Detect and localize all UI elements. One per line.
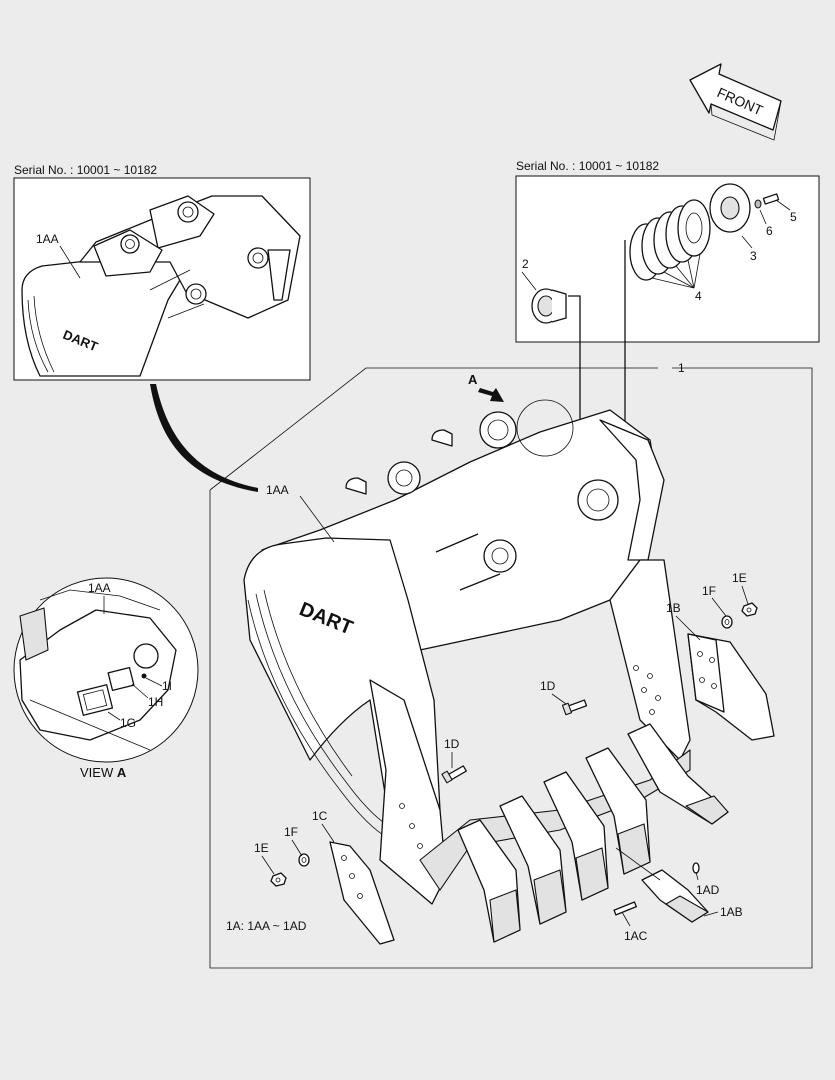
plate-part-3 [709, 183, 751, 233]
callout-2: 2 [522, 257, 529, 271]
callout-1ad: 1AD [696, 883, 720, 897]
callout-1aa-view: 1AA [88, 581, 111, 595]
bucket-teeth [457, 723, 729, 943]
plate-1H [107, 666, 135, 692]
callout-4: 4 [695, 289, 702, 303]
fastener-washer-1F-right [721, 615, 733, 629]
side-cutter-left-1C [329, 841, 395, 945]
shim-stack-part-4 [629, 199, 711, 281]
tooth-retainer-1AD [692, 862, 700, 874]
callout-1f-left: 1F [284, 825, 298, 839]
callout-1i: 1I [162, 679, 172, 693]
fastener-nut-1E-left [270, 872, 287, 887]
fastener-washer-1F-left [298, 853, 310, 867]
bolt-holes [399, 665, 661, 849]
tooth-pin-1AC [613, 901, 637, 916]
side-cutter-right-1B [687, 633, 775, 741]
fastener-bolt-1D-right [561, 699, 588, 716]
callout-1: 1 [678, 361, 685, 375]
serial-label-right: Serial No. : 10001 ~ 10182 [516, 159, 659, 173]
view-a-caption: VIEW A [80, 765, 127, 780]
callout-5: 5 [790, 210, 797, 224]
callout-1f-right: 1F [702, 584, 716, 598]
callout-3: 3 [750, 249, 757, 263]
callout-1aa-panel: 1AA [36, 232, 59, 246]
callout-1g: 1G [120, 716, 136, 730]
callout-1d-left: 1D [444, 737, 460, 751]
callout-1ac: 1AC [624, 929, 648, 943]
callout-1aa-main: 1AA [266, 483, 289, 497]
bucket-main-drawing: DART [243, 399, 775, 945]
hinge-bosses [387, 399, 619, 573]
callout-1h: 1H [148, 695, 163, 709]
view-a-letter-main: A [468, 372, 478, 387]
view-a-detail: 1AA 1I 1H 1G VIEW A [13, 577, 199, 780]
main-callout-leaders [261, 495, 749, 927]
fastener-nut-1E-right [741, 602, 758, 617]
detail-leader-curve [150, 384, 258, 492]
serial-detail-panel-left: Serial No. : 10001 ~ 10182 DART 1AA [13, 163, 311, 381]
callout-6: 6 [766, 224, 773, 238]
range-note: 1A: 1AA ~ 1AD [226, 919, 307, 933]
view-a-marker: A [468, 372, 504, 402]
serial-detail-panel-right: Serial No. : 10001 ~ 10182 2 3 [515, 159, 820, 520]
callout-1d-right: 1D [540, 679, 556, 693]
main-assembly-frame: 1 [209, 361, 813, 969]
callout-1ab: 1AB [720, 905, 743, 919]
callout-1e-left: 1E [254, 841, 269, 855]
nameplate-1G [76, 684, 114, 716]
callout-1c: 1C [312, 809, 328, 823]
fastener-bolt-1D-left [441, 765, 467, 784]
front-arrow: FRONT [689, 63, 782, 141]
bolt-part-5-washer-6 [754, 193, 780, 209]
bucket-top-detail: DART [21, 195, 301, 377]
tooth-point-1AB [641, 869, 709, 923]
serial-label-left: Serial No. : 10001 ~ 10182 [14, 163, 157, 177]
bushing-part-2 [531, 288, 567, 324]
callout-1b: 1B [666, 601, 681, 615]
rivet-1I [141, 673, 147, 679]
callout-1e-right: 1E [732, 571, 747, 585]
